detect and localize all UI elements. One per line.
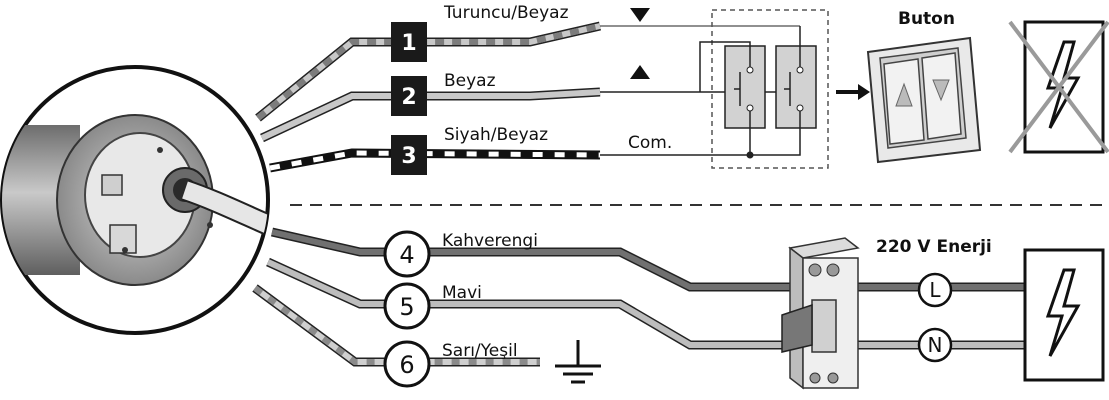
number-box-1: 1 [391, 22, 427, 62]
circuit-breaker-icon [781, 237, 860, 390]
ground-icon [555, 340, 601, 384]
button-label: Buton [898, 9, 955, 29]
svg-text:4: 4 [399, 241, 414, 269]
svg-text:5: 5 [399, 293, 414, 321]
wire-3-black-white [269, 148, 750, 173]
wire-4-label: Kahverengi [442, 231, 538, 251]
number-box-3: 3 [391, 135, 427, 175]
up-arrow-icon [630, 65, 650, 79]
svg-text:6: 6 [399, 351, 414, 379]
neutral-terminal: N [917, 327, 953, 363]
wire-5-blue [266, 257, 1025, 350]
wire-1-orange-white [255, 21, 800, 122]
wall-switch-icon [866, 36, 982, 164]
line-terminal: L [917, 272, 953, 308]
svg-text:2: 2 [401, 85, 416, 110]
no-power-icon [1008, 20, 1109, 154]
power-supply-label: 220 V Enerji [876, 237, 992, 257]
wire-3-label: Siyah/Beyaz [444, 125, 548, 145]
wire-2-label: Beyaz [444, 71, 496, 91]
svg-text:L: L [929, 278, 941, 302]
lightning-bolt-icon [1045, 268, 1081, 357]
power-supply-icon [1023, 248, 1105, 382]
svg-text:3: 3 [401, 144, 416, 169]
down-arrow-icon [630, 8, 650, 22]
wire-5-label: Mavi [442, 283, 482, 303]
svg-text:1: 1 [401, 31, 416, 56]
svg-text:N: N [928, 333, 943, 357]
wire-6-label: Sarı/Yeşil [442, 341, 518, 361]
wire-6-yellow-green [252, 284, 540, 367]
number-circle-6: 6 [383, 340, 431, 388]
switch-box [699, 9, 829, 169]
number-box-2: 2 [391, 76, 427, 116]
number-circle-5: 5 [383, 282, 431, 330]
common-label: Com. [628, 133, 672, 153]
motor-end-icon [0, 65, 270, 335]
number-circle-4: 4 [383, 230, 431, 278]
wire-1-label: Turuncu/Beyaz [443, 3, 569, 23]
